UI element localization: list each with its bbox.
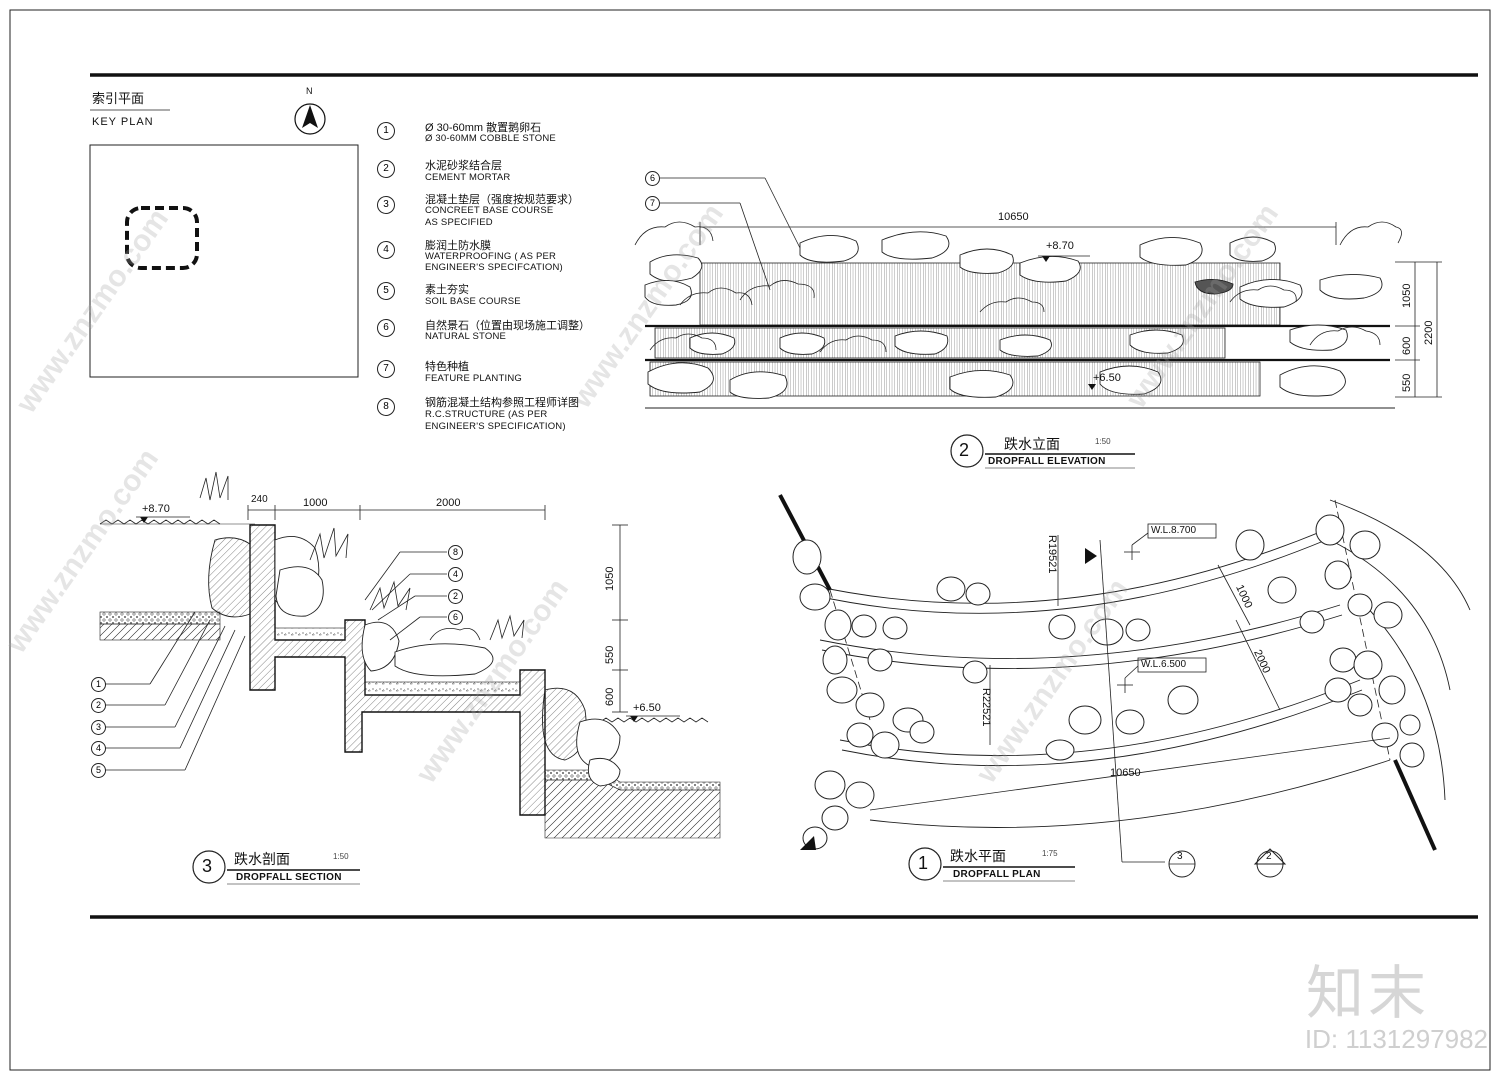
elevation-rocks bbox=[644, 231, 1383, 399]
legend-label-en: ENGINEER'S SPECIFCATION) bbox=[425, 262, 563, 273]
section-title-cn: 跌水剖面 bbox=[234, 851, 290, 867]
legend-number: 2 bbox=[377, 160, 395, 178]
section-dim-top: 240 bbox=[251, 494, 268, 505]
section-dim-right: 550 bbox=[604, 645, 616, 664]
plan-title-en: DROPFALL PLAN bbox=[953, 869, 1041, 880]
elevation-dim-right: 600 bbox=[1401, 336, 1413, 355]
legend-label-en: R.C.STRUCTURE (AS PER bbox=[425, 409, 548, 420]
legend-number: 4 bbox=[377, 241, 395, 259]
legend-label-en: WATERPROOFING ( AS PER bbox=[425, 251, 557, 262]
legend-label-cn: 钢筋混凝土结构参照工程师详图 bbox=[425, 397, 579, 409]
elevation-planting bbox=[634, 221, 1402, 353]
section-callout: 2 bbox=[448, 589, 463, 604]
section-scale: 1:50 bbox=[333, 852, 349, 861]
legend-label-en: NATURAL STONE bbox=[425, 331, 507, 342]
elevation-level-top: +8.70 bbox=[1046, 240, 1074, 252]
north-arrow-icon bbox=[294, 103, 326, 135]
elevation-mark-icon bbox=[1253, 848, 1287, 878]
north-label: N bbox=[306, 86, 313, 96]
legend-label-en: Ø 30-60MM COBBLE STONE bbox=[425, 133, 556, 144]
legend-number: 6 bbox=[377, 319, 395, 337]
plan-radius-bottom: R22521 bbox=[980, 688, 992, 727]
legend-label-cn: 素土夯实 bbox=[425, 284, 469, 296]
key-plan-title-en: KEY PLAN bbox=[92, 116, 154, 128]
elevation-title-num: 2 bbox=[959, 440, 970, 460]
section-leaders bbox=[105, 551, 447, 771]
elevation-dim-width: 10650 bbox=[998, 211, 1029, 223]
section-title-en: DROPFALL SECTION bbox=[236, 872, 342, 883]
legend-number: 3 bbox=[377, 196, 395, 214]
sheet-border bbox=[9, 9, 1491, 1071]
key-plan-title-cn: 索引平面 bbox=[92, 91, 145, 106]
elevation-level-bottom: +6.50 bbox=[1093, 372, 1121, 384]
plan-drawing bbox=[778, 494, 1471, 882]
elevation-dim-right: 1050 bbox=[1401, 283, 1413, 308]
legend-label-en: CONCREET BASE COURSE bbox=[425, 205, 554, 216]
legend-label-en: ENGINEER'S SPECIFICATION) bbox=[425, 421, 566, 432]
plan-dim-len: 10650 bbox=[1110, 767, 1141, 779]
section-planting bbox=[199, 471, 525, 641]
legend-label-cn: 膨润土防水膜 bbox=[425, 240, 491, 252]
image-id-watermark: ID: 1131297982 bbox=[1304, 1024, 1488, 1054]
key-plan bbox=[89, 103, 359, 378]
section-title-num: 3 bbox=[202, 856, 213, 876]
section-dim-top: 1000 bbox=[303, 497, 328, 509]
elevation-callout: 7 bbox=[645, 196, 660, 211]
legend-number: 7 bbox=[377, 360, 395, 378]
legend-label-en: CEMENT MORTAR bbox=[425, 172, 511, 183]
legend-label-cn: 混凝土垫层（强度按规范要求） bbox=[425, 194, 579, 206]
legend-label-cn: Ø 30-60mm 散置鹅卵石 bbox=[425, 122, 542, 134]
plan-wl-bottom: W.L.6.500 bbox=[1141, 659, 1187, 670]
plan-section-mark: 3 bbox=[1177, 851, 1183, 862]
section-callout: 1 bbox=[91, 677, 106, 692]
plan-title-cn: 跌水平面 bbox=[950, 848, 1006, 864]
elevation-dim-right: 550 bbox=[1401, 373, 1413, 392]
legend-label-cn: 水泥砂浆结合层 bbox=[425, 160, 502, 172]
legend-label-cn: 特色种植 bbox=[425, 361, 469, 373]
section-drawing bbox=[99, 471, 721, 885]
legend-label-en: SOIL BASE COURSE bbox=[425, 296, 521, 307]
elevation-scale: 1:50 bbox=[1095, 437, 1111, 446]
elevation-callout: 6 bbox=[645, 171, 660, 186]
section-callout: 2 bbox=[91, 698, 106, 713]
elevation-title-cn: 跌水立面 bbox=[1004, 436, 1060, 452]
plan-cobbles bbox=[792, 514, 1425, 850]
plan-elev-mark: 2 bbox=[1266, 851, 1272, 862]
section-level-bottom: +6.50 bbox=[633, 702, 661, 714]
legend-number: 1 bbox=[377, 122, 395, 140]
section-dim-top: 2000 bbox=[436, 497, 461, 509]
section-rocks bbox=[208, 535, 621, 787]
section-level-top: +8.70 bbox=[142, 503, 170, 515]
key-plan-highlight bbox=[125, 206, 199, 270]
section-callout: 3 bbox=[91, 720, 106, 735]
plan-scale: 1:75 bbox=[1042, 849, 1058, 858]
section-callout: 6 bbox=[448, 610, 463, 625]
legend-number: 8 bbox=[377, 398, 395, 416]
legend-label-en: FEATURE PLANTING bbox=[425, 373, 522, 384]
elevation-dim-total: 2200 bbox=[1423, 320, 1435, 345]
elevation-drawing bbox=[634, 177, 1442, 469]
legend-number: 5 bbox=[377, 282, 395, 300]
section-dim-right: 600 bbox=[604, 687, 616, 706]
plan-wl-top: W.L.8.700 bbox=[1151, 525, 1197, 536]
plan-edge-right bbox=[1393, 759, 1437, 851]
plan-title-num: 1 bbox=[918, 853, 929, 873]
section-callout: 5 bbox=[91, 763, 106, 778]
plan-radius-top: R19521 bbox=[1046, 535, 1058, 574]
section-callout: 4 bbox=[448, 567, 463, 582]
section-dim-right: 1050 bbox=[604, 566, 616, 591]
elevation-title-en: DROPFALL ELEVATION bbox=[988, 456, 1106, 467]
brand-watermark: 知末 bbox=[1305, 961, 1430, 1026]
legend-label-cn: 自然景石（位置由现场施工调整） bbox=[425, 320, 590, 332]
section-callout: 8 bbox=[448, 545, 463, 560]
section-callout: 4 bbox=[91, 741, 106, 756]
legend-label-en: AS SPECIFIED bbox=[425, 217, 493, 228]
